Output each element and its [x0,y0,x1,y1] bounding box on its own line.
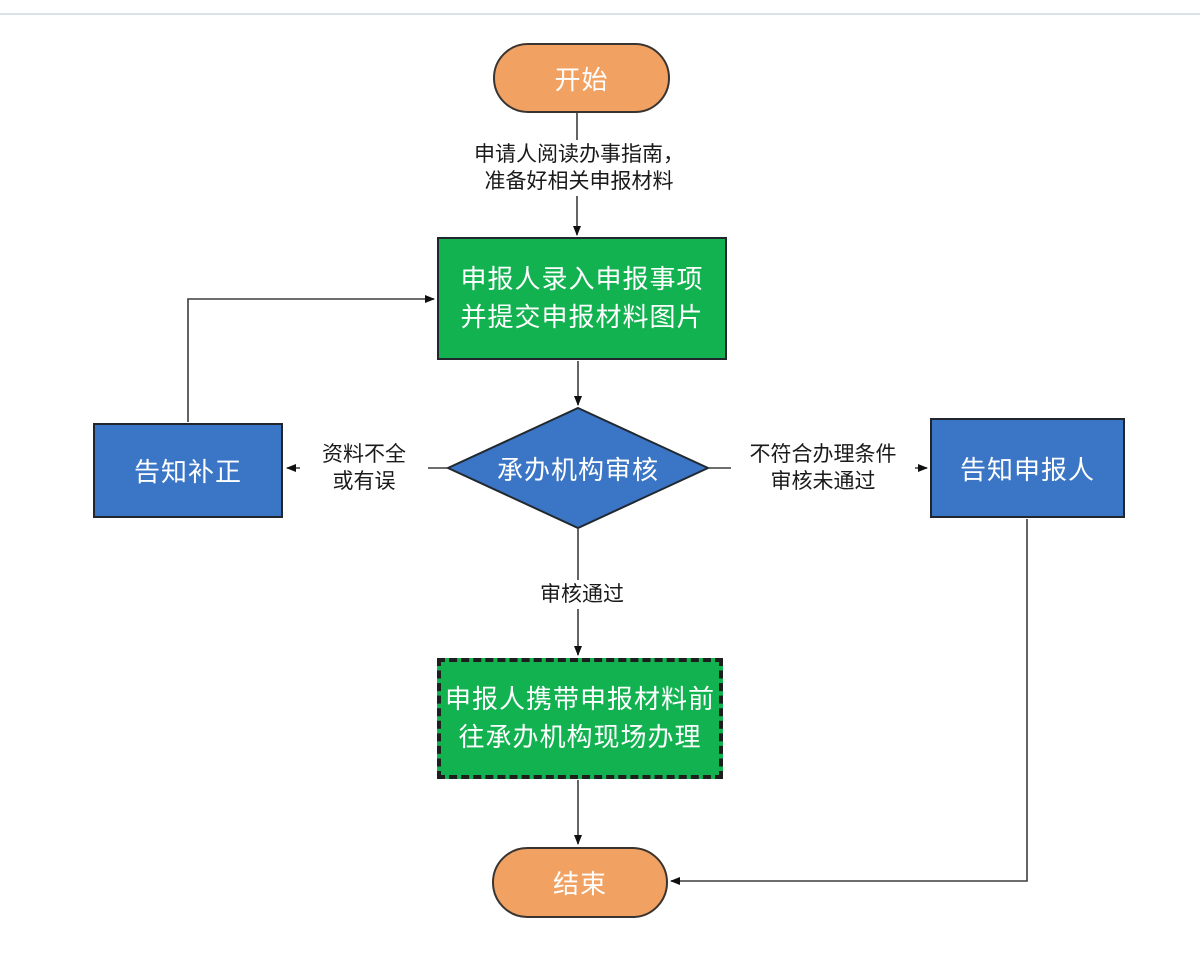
page-top-divider [0,13,1200,15]
start-node-label: 开始 [554,65,609,96]
edge-label-prepare-line2: 准备好相关申报材料 [484,169,674,193]
edge-correction-loop [187,295,435,422]
notify-correction-node: 告知补正 [93,423,283,518]
edge-label-incomplete-line2: 或有误 [332,469,396,493]
edge-label-rejected-line2: 审核未通过 [770,469,876,493]
edge-label-incomplete-line1: 资料不全 [322,442,406,466]
review-decision-diamond [445,406,711,530]
submit-node-line2: 并提交申报材料图片 [460,302,704,333]
start-node: 开始 [493,43,670,113]
end-node-label: 结束 [552,870,607,900]
onsite-node-line2: 往承办机构现场办理 [458,722,702,753]
edge-label-approved: 审核通过 [528,580,636,609]
edge-label-rejected: 不符合办理条件 审核未通过 [731,440,915,496]
review-node-label: 承办机构审核 [496,455,659,486]
edge-label-approved-line1: 审核通过 [540,582,624,606]
notify-applicant-node: 告知申报人 [930,418,1125,518]
edge-label-rejected-line1: 不符合办理条件 [749,442,897,466]
edge-label-prepare: 申请人阅读办事指南， 准备好相关申报材料 [437,140,721,196]
end-node: 结束 [492,847,668,918]
submit-node-line1: 申报人录入申报事项 [460,264,704,295]
notify-applicant-label: 告知申报人 [959,455,1095,486]
edge-label-prepare-line1: 申请人阅读办事指南， [474,142,684,166]
notify-correction-label: 告知补正 [133,458,242,488]
onsite-node: 申报人携带申报材料前 往承办机构现场办理 [437,658,723,779]
submit-node: 申报人录入申报事项 并提交申报材料图片 [437,237,727,360]
review-node: 承办机构审核 [448,408,708,528]
onsite-node-line1: 申报人携带申报材料前 [444,684,715,715]
edge-label-incomplete: 资料不全 或有误 [300,440,428,496]
edge-notify-to-end [670,519,1028,885]
